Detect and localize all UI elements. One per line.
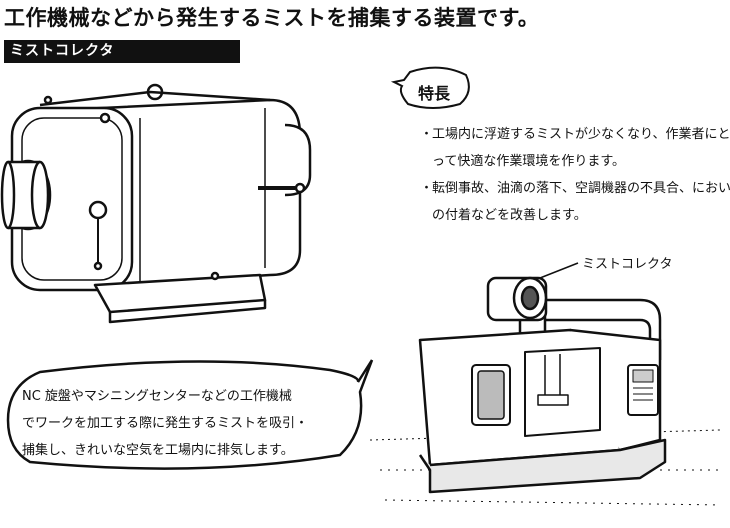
feature-text: 転倒事故、油滴の落下、空調機器の不具合、においの付着などを改善します。: [432, 181, 730, 223]
speech-text: NC 旋盤やマシニングセンターなどの工作機械 でワークを加工する際に発生するミス…: [22, 383, 362, 464]
speech-line: NC 旋盤やマシニングセンターなどの工作機械: [22, 389, 292, 404]
feature-item: ・ 工場内に浮遊するミストが少なくなり、作業者にとって快適な作業環境を作ります。: [420, 121, 730, 175]
speech-balloon: [6, 359, 374, 470]
speech-line: でワークを加工する際に発生するミストを吸引・: [22, 416, 309, 431]
bullet: ・: [420, 181, 434, 196]
section-label: ミストコレクタ: [4, 40, 240, 63]
callout-label: ミストコレクタ: [582, 257, 673, 272]
feature-text: 工場内に浮遊するミストが少なくなり、作業者にとって快適な作業環境を作ります。: [432, 127, 730, 169]
features-title: 特長: [418, 84, 451, 103]
bullet: ・: [420, 127, 434, 142]
callout-leader-line: [539, 262, 579, 279]
headline: 工作機械などから発生するミストを捕集する装置です。: [4, 6, 540, 30]
feature-list: ・ 工場内に浮遊するミストが少なくなり、作業者にとって快適な作業環境を作ります。…: [420, 121, 730, 229]
machining-center-illustration: [369, 276, 721, 506]
mist-collector-illustration: [0, 83, 312, 324]
speech-line: 捕集し、きれいな空気を工場内に排気します。: [22, 443, 294, 458]
features-bubble-icon: [390, 66, 470, 109]
feature-item: ・ 転倒事故、油滴の落下、空調機器の不具合、においの付着などを改善します。: [420, 175, 730, 229]
